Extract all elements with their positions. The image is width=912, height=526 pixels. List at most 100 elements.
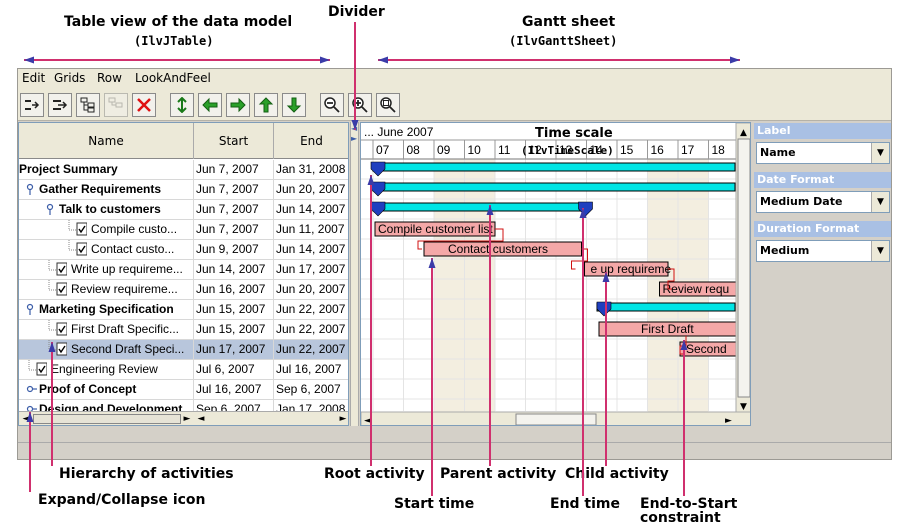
time-scale-callout: Time scale [535, 126, 613, 141]
start-cell[interactable]: Jun 7, 2007 [194, 160, 274, 180]
right-arrow-icon[interactable] [226, 93, 250, 117]
table-row[interactable]: Talk to customersJun 7, 2007Jun 14, 2007 [19, 200, 349, 220]
end-cell[interactable]: Jun 22, 2007 [274, 340, 349, 360]
column-header-end[interactable]: End [274, 123, 349, 159]
column-header-start[interactable]: Start [194, 123, 274, 159]
duration-format-combo[interactable]: Medium ▼ [756, 240, 890, 262]
start-cell[interactable]: Jun 16, 2007 [194, 280, 274, 300]
date-format-combo-value: Medium Date [760, 195, 842, 208]
menu-grids[interactable]: Grids [54, 71, 85, 85]
start-cell[interactable]: Jun 17, 2007 [194, 340, 274, 360]
table-row[interactable]: Write up requireme...Jun 14, 2007Jun 17,… [19, 260, 349, 280]
chevron-down-icon[interactable]: ▼ [871, 143, 889, 163]
end-cell[interactable]: Jun 11, 2007 [274, 220, 349, 240]
name-cell[interactable]: Proof of Concept [19, 380, 194, 400]
expanded-node-icon[interactable] [45, 200, 57, 219]
menu-lookandfeel[interactable]: LookAndFeel [135, 71, 211, 85]
down-arrow-icon[interactable] [282, 93, 306, 117]
insert-sibling-icon[interactable] [48, 93, 72, 117]
name-cell[interactable]: First Draft Specific... [19, 320, 194, 340]
end-cell[interactable]: Jun 22, 2007 [274, 300, 349, 320]
table-row[interactable]: First Draft Specific...Jun 15, 2007Jun 2… [19, 320, 349, 340]
start-cell[interactable]: Jun 9, 2007 [194, 240, 274, 260]
end-cell[interactable]: Jun 14, 2007 [274, 240, 349, 260]
name-cell[interactable]: Compile custo... [19, 220, 194, 240]
add-row-icon[interactable] [170, 93, 194, 117]
time-scale-class-callout: (IlvTimeScale) [521, 144, 614, 157]
end-cell[interactable]: Jun 22, 2007 [274, 320, 349, 340]
end-cell[interactable]: Jun 20, 2007 [274, 280, 349, 300]
start-cell[interactable]: Jun 15, 2007 [194, 300, 274, 320]
table-row[interactable]: Contact custo... Jun 9, 2007Jun 14, 2007 [19, 240, 349, 260]
end-cell[interactable]: Jul 16, 2007 [274, 360, 349, 380]
insert-child-icon[interactable] [20, 93, 44, 117]
end-cell[interactable]: Sep 6, 2007 [274, 380, 349, 400]
table-row[interactable]: Review requireme...Jun 16, 2007Jun 20, 2… [19, 280, 349, 300]
label-section-title: Label [754, 123, 891, 139]
duration-format-combo-value: Medium [760, 244, 809, 257]
expanded-node-icon[interactable] [25, 300, 37, 319]
collapsed-node-icon[interactable] [25, 380, 37, 399]
end-cell[interactable]: Jun 17, 2007 [274, 260, 349, 280]
column-header-name[interactable]: Name [19, 123, 194, 159]
outdent-tree-icon[interactable] [104, 93, 128, 117]
start-cell[interactable]: Jun 14, 2007 [194, 260, 274, 280]
toolbar [18, 89, 891, 121]
table-row[interactable]: Gather RequirementsJun 7, 2007Jun 20, 20… [19, 180, 349, 200]
name-column-scrollbar[interactable]: ◄ ► [19, 411, 194, 425]
name-cell[interactable]: Marketing Specification [19, 300, 194, 320]
timescale-day-label: 07 [376, 143, 390, 157]
start-cell[interactable]: Jun 15, 2007 [194, 320, 274, 340]
contact-customers-bar-label: Contact customers [448, 242, 548, 256]
gantt-canvas[interactable]: ... June 2007070809101112131415161718Tim… [361, 123, 751, 426]
expanded-node-icon[interactable] [25, 180, 37, 199]
table-row[interactable]: Compile custo...Jun 7, 2007Jun 11, 2007 [19, 220, 349, 240]
name-cell[interactable]: Talk to customers [19, 200, 194, 220]
table-row[interactable]: Engineering ReviewJul 6, 2007Jul 16, 200… [19, 360, 349, 380]
name-cell[interactable]: Engineering Review [19, 360, 194, 380]
tree-connector [65, 220, 87, 239]
table-row[interactable]: Project SummaryJun 7, 2007Jan 31, 2008 [19, 160, 349, 180]
name-cell[interactable]: Contact custo... [19, 240, 194, 260]
up-arrow-icon[interactable] [254, 93, 278, 117]
zoom-out-icon[interactable] [320, 93, 344, 117]
end-cell[interactable]: Jun 20, 2007 [274, 180, 349, 200]
chevron-down-icon[interactable]: ▼ [871, 192, 889, 212]
split-pane-divider[interactable]: ◄ ► [350, 122, 359, 426]
name-cell[interactable]: Review requireme... [19, 280, 194, 300]
name-cell[interactable]: Write up requireme... [19, 260, 194, 280]
table-view-class-callout: (IlvJTable) [134, 34, 213, 48]
timescale-day-label: 09 [437, 143, 451, 157]
name-cell[interactable]: Project Summary [19, 160, 194, 180]
gantt-sheet-callout: Gantt sheet [522, 14, 615, 30]
activity-name: Contact custo... [91, 240, 174, 259]
end-cell[interactable]: Jan 31, 2008 [274, 160, 349, 180]
start-cell[interactable]: Jul 16, 2007 [194, 380, 274, 400]
table-row[interactable]: Proof of ConceptJul 16, 2007Sep 6, 2007 [19, 380, 349, 400]
indent-tree-icon[interactable] [76, 93, 100, 117]
zoom-fit-icon[interactable] [376, 93, 400, 117]
menu-row[interactable]: Row [97, 71, 122, 85]
date-format-combo[interactable]: Medium Date ▼ [756, 191, 890, 213]
table-row[interactable]: Marketing Specification Jun 15, 2007Jun 2… [19, 300, 349, 320]
start-cell[interactable]: Jun 7, 2007 [194, 200, 274, 220]
label-combo[interactable]: Name ▼ [756, 142, 890, 164]
gather-requirements-bar [373, 183, 735, 191]
zoom-in-icon[interactable] [348, 93, 372, 117]
end-cell[interactable]: Jun 14, 2007 [274, 200, 349, 220]
activity-name: Marketing Specification [39, 300, 174, 319]
timescale-day-label: 11 [498, 143, 511, 157]
delete-icon[interactable] [132, 93, 156, 117]
menu-edit[interactable]: Edit [22, 71, 45, 85]
activity-name: Second Draft Speci... [71, 340, 184, 359]
name-cell[interactable]: Second Draft Speci... [19, 340, 194, 360]
start-cell[interactable]: Jun 7, 2007 [194, 180, 274, 200]
start-cell[interactable]: Jul 6, 2007 [194, 360, 274, 380]
table-row[interactable]: Second Draft Speci... Jun 17, 2007Jun 22,… [19, 340, 349, 360]
chevron-down-icon[interactable]: ▼ [871, 241, 889, 261]
left-arrow-icon[interactable] [198, 93, 222, 117]
duration-format-section-title: Duration Format [754, 221, 891, 237]
table-scrollbar[interactable]: ◄ ► [194, 411, 349, 425]
name-cell[interactable]: Gather Requirements [19, 180, 194, 200]
start-cell[interactable]: Jun 7, 2007 [194, 220, 274, 240]
